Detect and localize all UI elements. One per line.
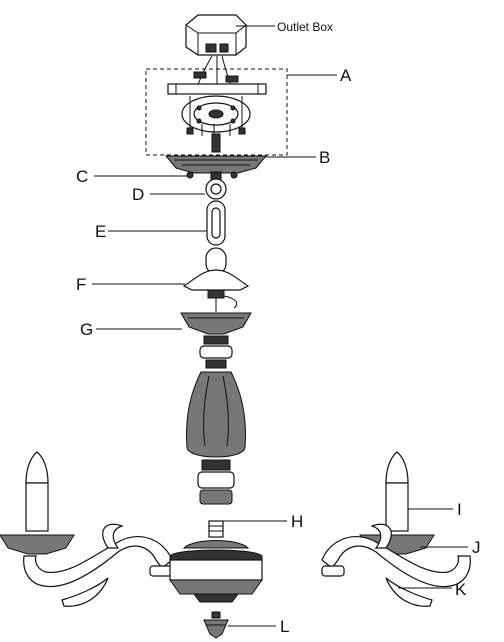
- center-body: [169, 520, 263, 603]
- loop-hook: [182, 269, 250, 312]
- label-b: B: [319, 148, 330, 167]
- candle-right: [385, 451, 409, 532]
- label-c: C: [76, 167, 88, 186]
- label-a: A: [340, 66, 352, 85]
- mounting-hardware: [145, 55, 288, 156]
- label-d: D: [132, 185, 144, 204]
- candle-left: [0, 451, 75, 555]
- label-h: H: [291, 512, 303, 531]
- label-i: I: [457, 500, 462, 519]
- label-j: J: [472, 538, 481, 557]
- label-k: K: [455, 580, 467, 599]
- label-l: L: [280, 617, 289, 636]
- finial: [203, 611, 229, 639]
- chain: [205, 200, 227, 275]
- loop-ring: [205, 171, 227, 200]
- label-g: G: [80, 320, 93, 339]
- canopy: [164, 155, 268, 179]
- label-f: F: [76, 275, 86, 294]
- label-e: E: [95, 222, 106, 241]
- upper-cup-and-column: [180, 312, 252, 505]
- outlet-box: [185, 14, 247, 56]
- outlet-box-label: Outlet Box: [277, 20, 333, 34]
